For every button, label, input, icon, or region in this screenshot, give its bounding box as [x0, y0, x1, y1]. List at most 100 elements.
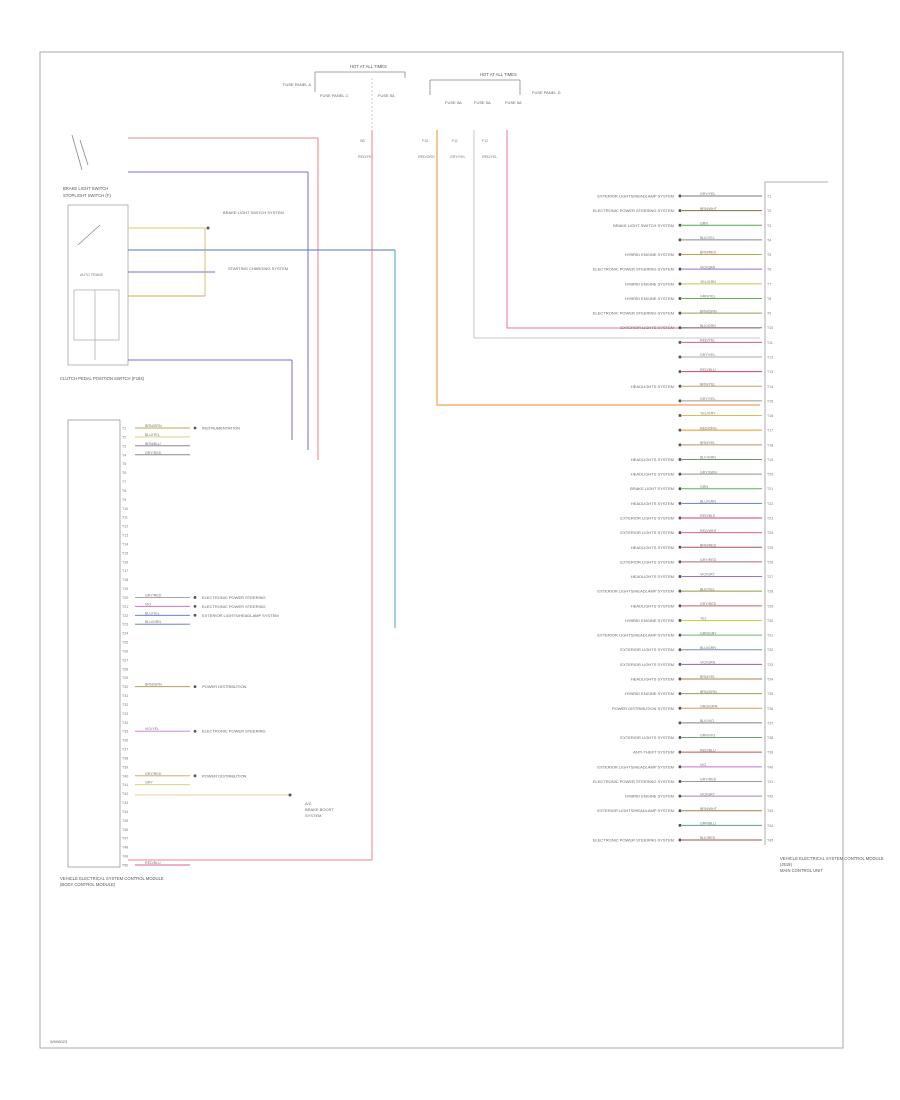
- left-pin-number: T39: [122, 765, 128, 769]
- right-wire-label: VIO/GRY: [700, 792, 716, 796]
- left-pin-number: T15: [122, 551, 128, 555]
- right-ref-text: HEADLIGHTS SYSTEM: [631, 501, 674, 506]
- right-ref-text: BRAKE LIGHT SWITCH SYSTEM: [613, 223, 674, 228]
- fuse-left-label-a: FUSE PANEL A: [283, 82, 311, 87]
- right-ref-arrow: [678, 428, 682, 432]
- left-pin-number: T8: [122, 489, 126, 493]
- left-pin-number: T12: [122, 525, 128, 529]
- left-pin-number: T37: [122, 748, 128, 752]
- right-pin-number: T9: [767, 312, 771, 316]
- right-ref-arrow: [678, 355, 682, 359]
- right-ref-arrow: [678, 370, 682, 374]
- right-wire-label: RED/BLK: [700, 514, 716, 518]
- left-pin-number: T45: [122, 819, 128, 823]
- right-wire-label: BLK/YEL: [700, 587, 715, 591]
- right-ref-arrow: [678, 238, 682, 242]
- right-wire-label: BLK/GRN: [700, 456, 716, 460]
- right-ref-text: HYBRID ENGINE SYSTEM: [625, 252, 674, 257]
- left-pin-number: T5: [122, 462, 126, 466]
- module-caption-1: VEHICLE ELECTRICAL SYSTEM CONTROL MODULE: [60, 876, 164, 881]
- right-wire-label: YEL/GRY: [700, 412, 716, 416]
- fuse-right-wire-b: GRY/YEL: [450, 155, 466, 159]
- right-ref-arrow: [678, 399, 682, 403]
- right-ref-text: HEADLIGHTS SYSTEM: [631, 677, 674, 682]
- right-pin-number: T32: [767, 648, 773, 652]
- right-ref-text: ELECTRONIC POWER STEERING SYSTEM: [593, 267, 674, 272]
- left-wire-label: GRY/RED: [145, 593, 162, 597]
- right-pin-number: T18: [767, 443, 773, 447]
- right-ref-text: EXTERIOR LIGHTS SYSTEM: [620, 530, 674, 535]
- right-wire-label: YEL/GRN: [700, 280, 716, 284]
- right-pin-number: T30: [767, 619, 773, 623]
- left-pin-number: T40: [122, 774, 128, 778]
- right-ref-arrow: [678, 311, 682, 315]
- right-pin-number: T8: [767, 297, 771, 301]
- gray-wire: [473, 130, 760, 339]
- fuse-left-label-c: FUSE 5A: [378, 93, 395, 98]
- left-pin-number: T49: [122, 855, 128, 859]
- right-wire-label: GRY/RED: [700, 778, 717, 782]
- right-ref-arrow: [678, 326, 682, 330]
- right-wire-label: BRN/GRN: [700, 690, 717, 694]
- left-ref-arrow: [193, 604, 197, 608]
- fuse-right-label-c: FUSE 5A: [474, 100, 491, 105]
- right-ref-text: EXTERIOR LIGHTS/HEADLAMP SYSTEM: [597, 808, 674, 813]
- right-module: VEHICLE ELECTRICAL SYSTEM CONTROL MODULE…: [593, 181, 884, 873]
- left-pin-number: T22: [122, 614, 128, 618]
- left-ref-text: EXTERIOR LIGHTS/HEADLAMP SYSTEM: [202, 613, 279, 618]
- left-pin-number: T7: [122, 480, 126, 484]
- right-ref-arrow: [678, 545, 682, 549]
- left-pin-number: T38: [122, 756, 128, 760]
- left-pin-number: T34: [122, 721, 128, 725]
- left-ref-text: POWER DISTRIBUTION: [202, 684, 247, 689]
- right-wire-label: GRY/YEL: [700, 397, 716, 401]
- right-ref-arrow: [678, 838, 682, 842]
- left-pin-number: T33: [122, 712, 128, 716]
- right-ref-arrow: [678, 721, 682, 725]
- right-wire-label: GRN/GRY: [700, 631, 717, 635]
- extra-ref-1: A/C: [305, 801, 312, 806]
- right-ref-arrow: [678, 779, 682, 783]
- right-ref-arrow: [678, 194, 682, 198]
- right-pin-number: T43: [767, 809, 773, 813]
- right-ref-arrow: [678, 589, 682, 593]
- pink-wire: [506, 130, 760, 329]
- left-pin-number: T17: [122, 569, 128, 573]
- right-pin-number: T10: [767, 326, 773, 330]
- right-ref-arrow: [678, 531, 682, 535]
- left-pin-number: T21: [122, 605, 128, 609]
- right-wire-label: BRN/RED: [700, 543, 717, 547]
- right-ref-arrow: [678, 267, 682, 271]
- left-pin-number: T43: [122, 801, 128, 805]
- left-pin-number: T47: [122, 837, 128, 841]
- fuse-left-header: HOT AT ALL TIMES: [350, 64, 387, 69]
- right-wire-label: GRY/YEL: [700, 353, 716, 357]
- left-wire-label: BLU/YEL: [145, 611, 160, 615]
- right-wire-label: BLK/GRN: [700, 324, 716, 328]
- extra-ref-3: SYSTEM: [305, 813, 321, 818]
- extra-ref: A/C BRAKE BOOST SYSTEM: [135, 793, 334, 818]
- left-pin-number: T6: [122, 471, 126, 475]
- right-pin-number: T42: [767, 795, 773, 799]
- right-ref-arrow: [678, 692, 682, 696]
- right-pin-number: T11: [767, 341, 773, 345]
- right-pin-number: T1: [767, 195, 771, 199]
- left-pin-number: T32: [122, 703, 128, 707]
- left-ref-arrow: [193, 685, 197, 689]
- right-wire-label: BRN/YEL: [700, 441, 715, 445]
- right-wire-label: BLU/GRN: [700, 646, 716, 650]
- right-pin-number: T4: [767, 238, 771, 242]
- right-wire-label: GRN: [700, 485, 708, 489]
- left-wire-label: BRN/BLU: [145, 442, 161, 446]
- left-pin-number: T46: [122, 828, 128, 832]
- right-pin-number: T19: [767, 458, 773, 462]
- left-ref-arrow: [193, 729, 197, 733]
- right-ref-text: HEADLIGHTS SYSTEM: [631, 603, 674, 608]
- right-ref-text: ANTI-THEFT SYSTEM: [633, 750, 674, 755]
- right-ref-arrow: [678, 414, 682, 418]
- module-caption-2: (BODY CONTROL MODULE): [60, 882, 116, 887]
- left-pin-number: T36: [122, 739, 128, 743]
- right-pin-number: T20: [767, 473, 773, 477]
- left-pin-number: T2: [122, 435, 126, 439]
